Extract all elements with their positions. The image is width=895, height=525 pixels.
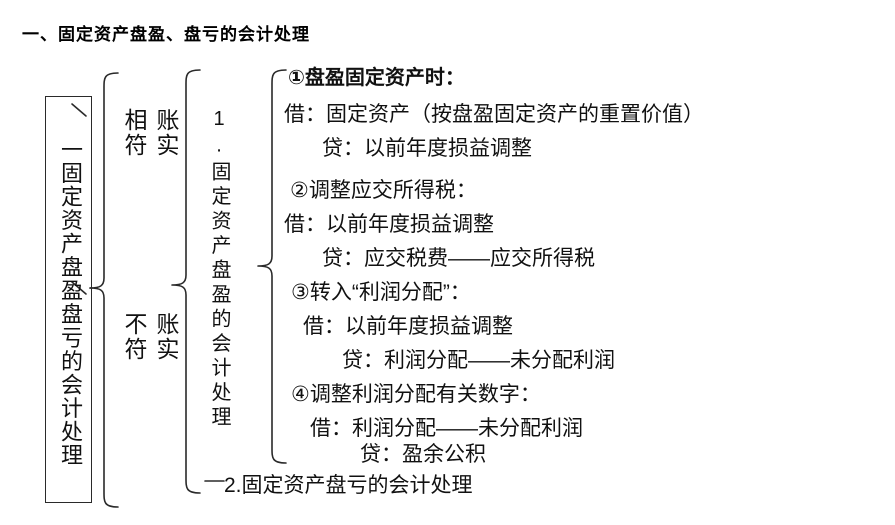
branch-label-zhangshi-xiangfu: 账实 相符 — [118, 108, 182, 158]
entry-2-credit: 贷：应交税费——应交所得税 — [322, 247, 595, 270]
brace-level3 — [257, 69, 287, 464]
entry-4-debit: 借：利润分配——未分配利润 — [310, 417, 583, 440]
branch-label-line1: 账实 — [153, 108, 179, 158]
branch-label-line1: 账实 — [153, 312, 179, 362]
entry-2-debit: 借：以前年度损益调整 — [284, 213, 494, 236]
entry-4-heading: ④调整利润分配有关数字： — [291, 383, 541, 406]
branch-label-zhangshi-bufu: 账实 不符 — [118, 312, 182, 362]
sub-branch-label-2: 2.固定资产盘亏的会计处理 — [224, 474, 473, 497]
branch-label-line2: 相符 — [121, 108, 147, 158]
branch-label-line2: 不符 — [121, 312, 147, 362]
root-node-box: 一固定资产盘盈盘亏的会计处理 — [45, 96, 92, 503]
brace-level1 — [89, 72, 119, 508]
entry-3-debit: 借：以前年度损益调整 — [303, 315, 513, 338]
entry-3-heading: ③转入“利润分配”： — [291, 281, 471, 304]
sub-branch-label-1: 1.固定资产盘盈的会计处理 — [208, 108, 230, 431]
entry-1-credit: 贷：以前年度损益调整 — [322, 137, 532, 160]
root-node-label: 一固定资产盘盈盘亏的会计处理 — [58, 138, 83, 467]
entry-4-credit: 贷：盈余公积 — [360, 443, 486, 466]
page-title: 一、固定资产盘盈、盘亏的会计处理 — [22, 25, 310, 44]
entry-2-heading: ②调整应交所得税： — [290, 179, 477, 202]
entry-3-credit: 贷：利润分配——未分配利润 — [342, 349, 615, 372]
entry-1-debit: 借：固定资产（按盘盈固定资产的重置价值） — [284, 103, 704, 126]
entry-1-heading: ①盘盈固定资产时： — [288, 67, 465, 89]
